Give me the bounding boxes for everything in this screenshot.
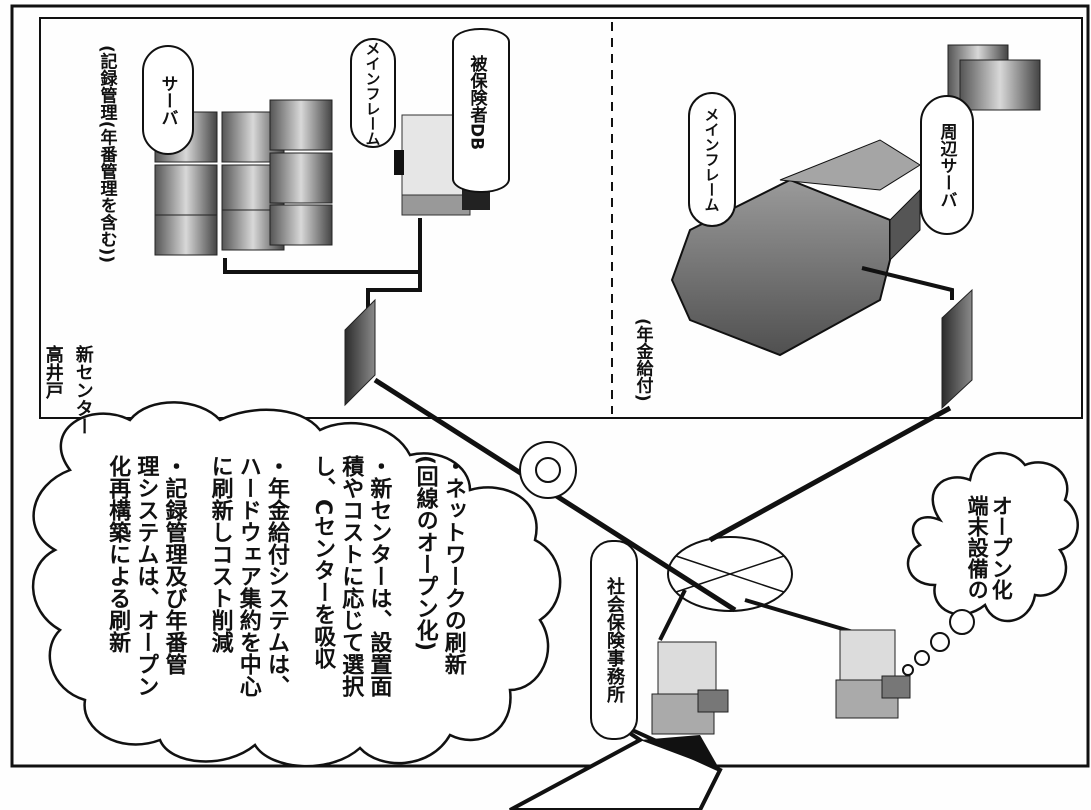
thought-bubble-text: オープン化 端末設備の bbox=[965, 495, 1013, 600]
link-office bbox=[658, 589, 687, 641]
new-center-subtitle: (記録管理(年番管理を含む)) bbox=[96, 45, 117, 264]
server-pill: サーバ bbox=[142, 45, 194, 155]
new-center-title: 新センター bbox=[72, 345, 94, 435]
router-bottom-icon bbox=[941, 288, 973, 410]
cloud-bullet-list: ・ネットワークの刷新 (回線のオープン化) ・新センターは、設置面 積やコストに… bbox=[85, 455, 467, 755]
thought-cloud bbox=[906, 451, 1079, 623]
server-pill-label: サーバ bbox=[157, 74, 178, 126]
thought-dot-3 bbox=[914, 650, 930, 666]
thought-bubble-line1: 端末設備の bbox=[965, 495, 990, 600]
thought-dot-1 bbox=[949, 609, 975, 635]
terminal-left-icon bbox=[651, 641, 729, 735]
cable-mainframe bbox=[861, 266, 954, 300]
cloud-bullet-item: ・ネットワークの刷新 (回線のオープン化) bbox=[412, 455, 466, 675]
large-mainframe-icon bbox=[670, 139, 921, 357]
mainframe-bottom-pill-label: メインフレーム bbox=[702, 107, 721, 212]
cable-server bbox=[223, 218, 422, 274]
mainframe-top-pill: メインフレーム bbox=[350, 38, 396, 148]
region-label: 高井戸 bbox=[42, 345, 64, 399]
cloud-bullet-item: ・記録管理及び年番管 理システムは、オープン 化再構築による刷新 bbox=[105, 455, 187, 697]
link-router-bottom bbox=[708, 405, 952, 543]
peripheral-server-pill-label: 周辺サーバ bbox=[936, 122, 957, 208]
terminal-right-icon bbox=[835, 629, 911, 719]
network-hub-icon bbox=[667, 536, 793, 612]
database-label: 被保険者DB bbox=[466, 55, 487, 151]
cable-to-router bbox=[366, 272, 422, 310]
thought-dot-4 bbox=[902, 664, 914, 676]
office-label: 社会保険事務所 bbox=[604, 577, 625, 703]
database-icon bbox=[452, 28, 510, 193]
idea-cloud bbox=[31, 401, 562, 768]
cloud-bullet-item: ・新センターは、設置面 積やコストに応じて選択 し、Cセンターを吸収 bbox=[310, 455, 392, 697]
office-label-box: 社会保険事務所 bbox=[590, 540, 638, 740]
peripheral-server-icon bbox=[947, 44, 1041, 111]
peripheral-server-pill: 周辺サーバ bbox=[920, 95, 974, 235]
outer-frame bbox=[10, 4, 1090, 768]
thought-bubble-line2: オープン化 bbox=[989, 495, 1014, 600]
cloud-bullet-item: ・年金給付システムは、 ハードウェア集約を中心 に刷新しコスト削減 bbox=[207, 455, 289, 697]
thought-dot-2 bbox=[930, 632, 950, 652]
mainframe-bottom-pill: メインフレーム bbox=[688, 92, 736, 227]
center-box bbox=[39, 17, 1083, 419]
mainframe-top-pill-label: メインフレーム bbox=[363, 40, 382, 146]
pension-label: (年金給付) bbox=[632, 318, 653, 402]
router-top-icon bbox=[344, 298, 376, 407]
